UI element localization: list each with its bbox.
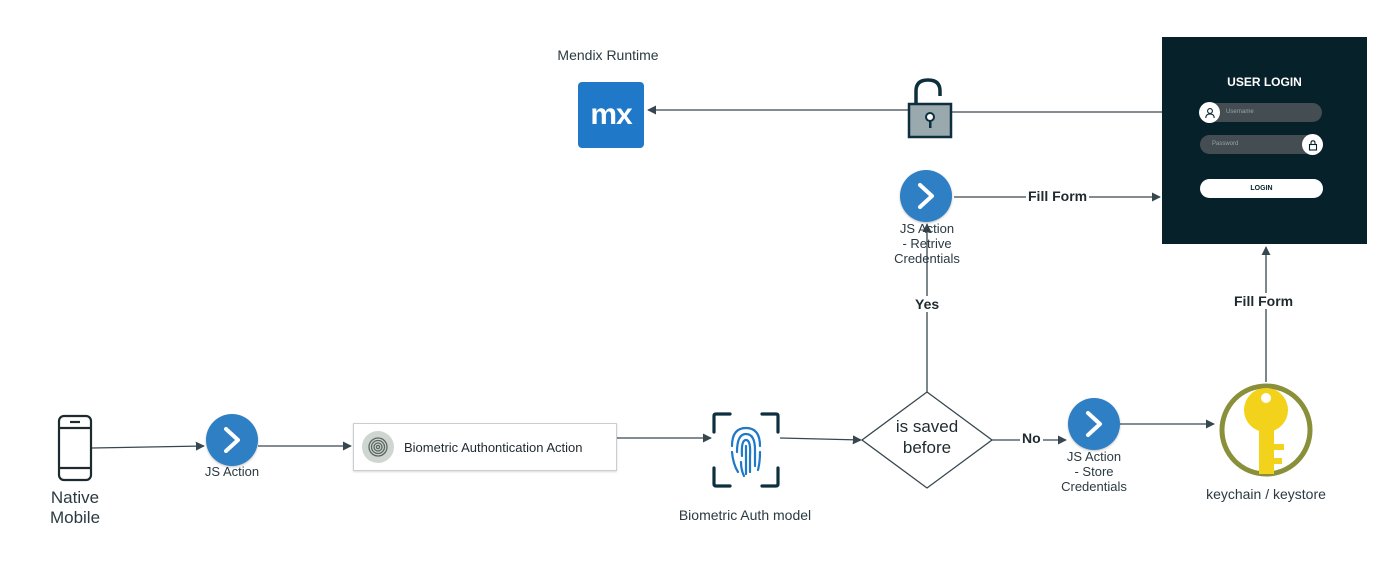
edge-label-fill-form-top: Fill Form	[1026, 188, 1090, 204]
mendix-logo: mx	[578, 82, 644, 148]
edge-mobile-to-js	[91, 441, 205, 451]
username-field[interactable]: Username	[1200, 103, 1322, 122]
password-field[interactable]: Password	[1200, 135, 1322, 154]
decision-label: is saved before	[895, 417, 959, 457]
user-icon	[1199, 102, 1220, 123]
face-id-fingerprint-icon	[712, 412, 780, 488]
fingerprint-icon	[362, 431, 394, 463]
biometric-action-label: Biometric Authontication Action	[404, 439, 583, 455]
fingerprint-icon	[730, 426, 762, 478]
mendix-runtime-label: Mendix Runtime	[557, 47, 659, 63]
edge-model-to-decision	[779, 435, 862, 445]
native-mobile-label: Native Mobile	[49, 488, 101, 527]
js-action-label: JS Action	[204, 464, 260, 479]
login-button[interactable]: LOGIN	[1200, 179, 1323, 198]
chevron-right-icon	[918, 183, 934, 209]
unlocked-padlock-icon	[907, 78, 953, 139]
chevron-right-icon	[224, 427, 240, 453]
js-action-retrive-node	[900, 170, 952, 222]
user-login-panel: USER LOGIN Username Password LOGIN	[1162, 37, 1367, 244]
decision-diamond	[860, 391, 994, 489]
biometric-action-box: Biometric Authontication Action	[353, 423, 617, 471]
login-title: USER LOGIN	[1227, 75, 1302, 89]
js-action-store-label: JS Action - Store Credentials	[1061, 449, 1127, 494]
keychain-label: keychain / keystore	[1206, 486, 1326, 502]
key-icon	[1219, 383, 1313, 477]
js-action-retrive-label: JS Action - Retrive Credentials	[894, 221, 960, 266]
chevron-right-icon	[1086, 411, 1102, 437]
edge-label-no: No	[1020, 430, 1043, 446]
edge-label-yes: Yes	[913, 296, 942, 312]
biometric-model-label: Biometric Auth model	[678, 507, 812, 523]
edge-label-fill-form-right: Fill Form	[1232, 293, 1296, 309]
js-action-store-node	[1068, 398, 1120, 450]
lock-icon	[1302, 134, 1323, 155]
mobile-phone-icon	[57, 414, 93, 482]
js-action-node	[206, 414, 258, 466]
